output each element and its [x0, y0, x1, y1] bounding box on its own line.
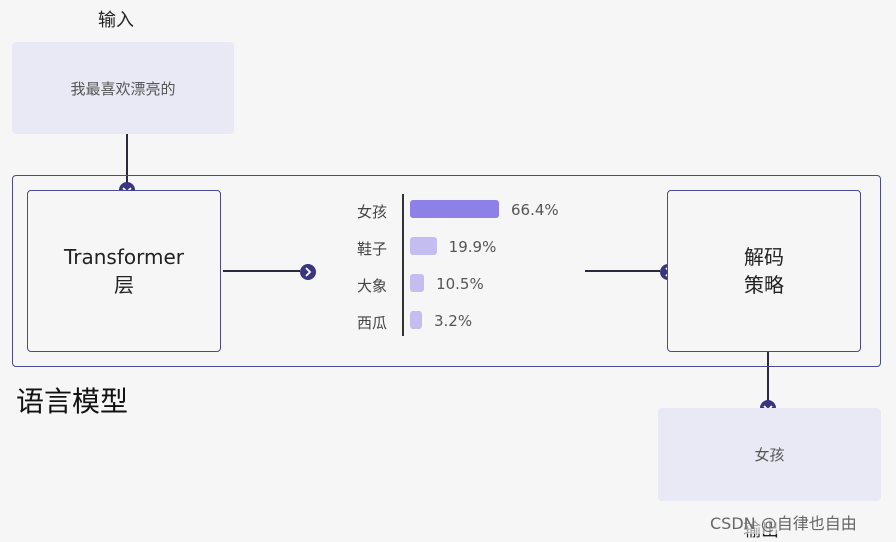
decoder-label-line1: 解码: [744, 245, 784, 269]
language-model-frame: [12, 175, 881, 367]
input-box: 我最喜欢漂亮的: [12, 42, 234, 134]
transformer-label-line1: Transformer: [63, 245, 184, 269]
prob-value-label: 3.2%: [434, 312, 473, 330]
output-text: 女孩: [754, 446, 785, 464]
transformer-layer-box: Transformer 层: [27, 190, 221, 352]
transformer-out-node-icon: [300, 264, 316, 280]
prob-value-label: 66.4%: [511, 201, 559, 219]
prob-category-label: 女孩: [357, 203, 388, 221]
watermark: CSDN @自律也自由: [710, 510, 857, 534]
decoding-strategy-box: 解码 策略: [667, 190, 861, 352]
prob-bar: [410, 237, 437, 255]
decoder-label-line2: 策略: [744, 273, 784, 297]
language-model-label: 语言模型: [16, 385, 129, 418]
prob-bar: [410, 200, 499, 218]
prob-value-label: 10.5%: [436, 275, 484, 293]
prob-category-label: 鞋子: [357, 240, 388, 258]
probability-axis: [402, 194, 404, 336]
input-text: 我最喜欢漂亮的: [70, 79, 176, 98]
output-box: 女孩: [658, 408, 881, 501]
input-label: 输入: [98, 10, 134, 31]
prob-value-label: 19.9%: [448, 238, 497, 256]
prob-category-label: 西瓜: [357, 314, 388, 332]
prob-category-label: 大象: [357, 277, 388, 295]
prob-bar: [410, 274, 425, 292]
transformer-label-line2: 层: [113, 273, 134, 297]
prob-bar: [410, 311, 422, 329]
